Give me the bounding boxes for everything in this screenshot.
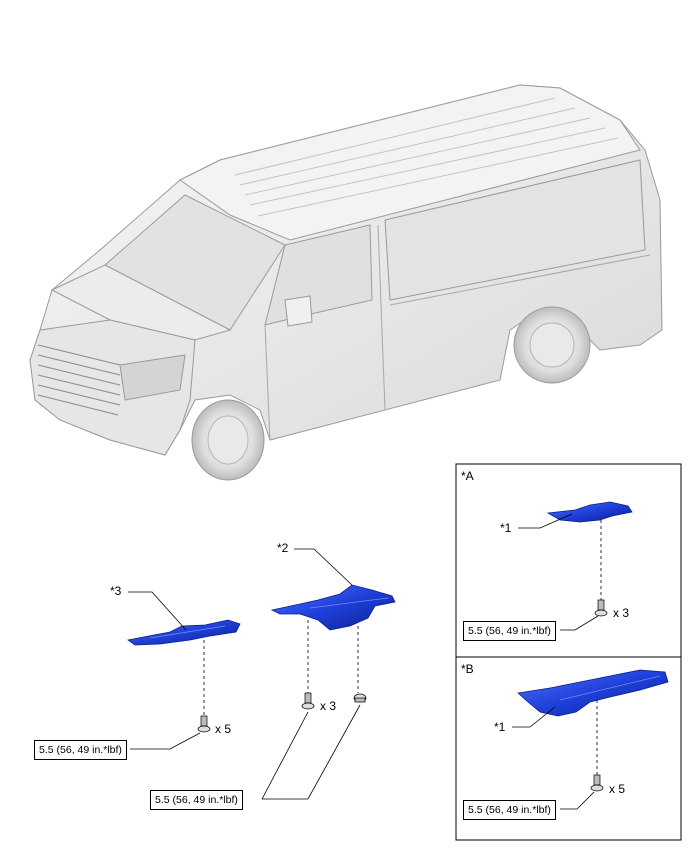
inset-a-label: *A <box>461 469 474 483</box>
part-3-leader <box>128 591 187 631</box>
inset-a-bolt-icon <box>594 599 608 617</box>
van-mirror <box>284 295 313 327</box>
van-grille <box>37 344 121 416</box>
van-door-lines <box>264 224 651 441</box>
van-front <box>29 319 196 456</box>
inset-a-torque-spec: 5.5 (56, 49 in.*lbf) <box>463 621 556 641</box>
inset-b-part-shape <box>517 669 669 717</box>
part-2-bolt-icon <box>301 692 315 710</box>
part-3-quantity: x 5 <box>215 722 232 736</box>
van-hood <box>50 264 232 341</box>
van-side-window <box>384 159 646 301</box>
part-2-shape <box>270 584 396 631</box>
part-3-label: *3 <box>110 584 122 598</box>
inset-b-label: *B <box>461 662 474 676</box>
part-2-insulator <box>261 548 396 800</box>
inset-a-quantity: x 3 <box>613 606 630 620</box>
inset-b-part-label: *1 <box>494 720 506 734</box>
van-roof <box>179 84 641 241</box>
inset-b-bolt-icon <box>590 774 604 792</box>
part-2-label: *2 <box>277 541 289 555</box>
inset-b-torque-spec: 5.5 (56, 49 in.*lbf) <box>463 800 556 820</box>
inset-a-leader <box>518 513 573 529</box>
part-2-torque-spec: 5.5 (56, 49 in.*lbf) <box>150 790 243 810</box>
van-headlight <box>119 354 186 401</box>
part-3-bolt-icon <box>197 715 211 733</box>
inset-b-quantity: x 5 <box>609 782 626 796</box>
inset-a-part-shape <box>546 501 633 523</box>
roof-ribs <box>234 97 619 217</box>
part-2-quantity: x 3 <box>320 699 337 713</box>
inset-a-part-label: *1 <box>500 521 512 535</box>
part-3-torque-spec: 5.5 (56, 49 in.*lbf) <box>34 740 127 760</box>
part-2-leader <box>294 548 353 586</box>
inset-b-leader <box>512 706 556 728</box>
inset-b <box>455 656 682 841</box>
part-3-insulator <box>127 591 241 750</box>
part-2-nut-icon <box>353 693 367 703</box>
van-illustration <box>29 84 663 481</box>
